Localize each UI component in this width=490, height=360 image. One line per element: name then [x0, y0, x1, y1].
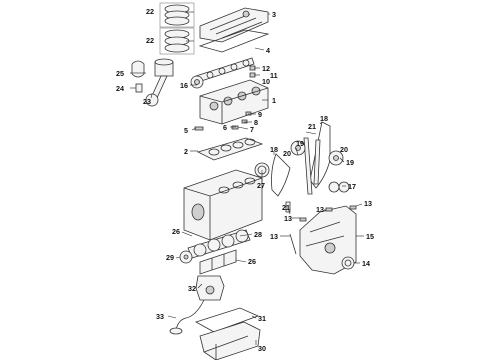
- callout-18-right: 18: [320, 114, 328, 123]
- callout-24: 24: [116, 84, 124, 93]
- crankshaft[interactable]: [187, 229, 251, 259]
- callout-8: 8: [254, 118, 258, 127]
- valve-cover[interactable]: [199, 7, 269, 43]
- main-bearings[interactable]: [199, 249, 237, 275]
- timing-chain-left[interactable]: [271, 153, 291, 197]
- callout-17: 17: [348, 182, 356, 191]
- crank-sprocket[interactable]: [328, 181, 350, 193]
- leader-lines: [130, 11, 364, 345]
- engine-block[interactable]: [183, 169, 263, 241]
- callout-9: 9: [258, 110, 262, 119]
- callout-11: 11: [270, 71, 278, 80]
- callout-labels: 3 4 22 22 25 24 23 16 12 11 10 1 9 8 7 6…: [116, 7, 374, 353]
- callout-23: 23: [143, 97, 151, 106]
- callout-6: 6: [223, 123, 227, 132]
- head-bolts[interactable]: [194, 65, 256, 131]
- callout-27: 28: [254, 230, 262, 239]
- callout-16: 16: [180, 81, 188, 90]
- callout-13-c: 13: [364, 199, 372, 208]
- timing-cover-bolts[interactable]: [289, 205, 357, 255]
- callout-7: 7: [250, 125, 254, 134]
- callout-5: 5: [184, 126, 188, 135]
- callout-32: 32: [188, 284, 196, 293]
- callout-13-d: 13: [270, 232, 278, 241]
- piston-rings-upper[interactable]: [159, 2, 195, 28]
- callout-26-upper: 26: [172, 227, 180, 236]
- callout-30: 30: [258, 344, 266, 353]
- callout-4: 4: [266, 46, 270, 55]
- head-gasket[interactable]: [196, 137, 264, 161]
- callout-10: 10: [262, 77, 270, 86]
- front-crank-seal[interactable]: [341, 256, 355, 270]
- callout-25: 25: [116, 69, 124, 78]
- callout-19-left: 19: [296, 139, 304, 148]
- valve-cover-gasket[interactable]: [198, 29, 270, 53]
- oil-pump[interactable]: [195, 275, 225, 301]
- crankshaft-pulley[interactable]: [179, 250, 193, 264]
- oil-pan[interactable]: [199, 321, 261, 360]
- callout-31: 31: [258, 314, 266, 323]
- oil-pickup-tube[interactable]: [169, 299, 205, 335]
- callout-26-lower: 26: [248, 257, 256, 266]
- callout-28: 27: [257, 181, 265, 190]
- callout-21-lower: 21: [282, 203, 290, 212]
- timing-cover[interactable]: [299, 205, 357, 275]
- callout-22-upper: 22: [146, 7, 154, 16]
- callout-19-right: 19: [346, 158, 354, 167]
- timing-chain-right[interactable]: [309, 121, 331, 189]
- callout-2: 2: [184, 147, 188, 156]
- callout-20-left: 20: [283, 149, 291, 158]
- cam-sprockets[interactable]: [290, 140, 344, 166]
- callout-1: 1: [272, 96, 276, 105]
- callout-33: 33: [156, 312, 164, 321]
- callout-13-a: 13: [284, 214, 292, 223]
- oil-pan-gasket[interactable]: [194, 307, 260, 333]
- callout-22-lower: 22: [146, 36, 154, 45]
- callout-29: 29: [166, 253, 174, 262]
- callout-20-right: 20: [340, 145, 348, 154]
- chain-guides[interactable]: [285, 137, 321, 213]
- callout-13-b: 13: [316, 205, 324, 214]
- piston-assembly[interactable]: [131, 58, 174, 107]
- callout-18-left: 18: [270, 145, 278, 154]
- callout-21-upper: 21: [308, 122, 316, 131]
- callout-12: 12: [262, 64, 270, 73]
- callout-14: 14: [362, 259, 370, 268]
- callout-15: 15: [366, 232, 374, 241]
- callout-3: 3: [272, 10, 276, 19]
